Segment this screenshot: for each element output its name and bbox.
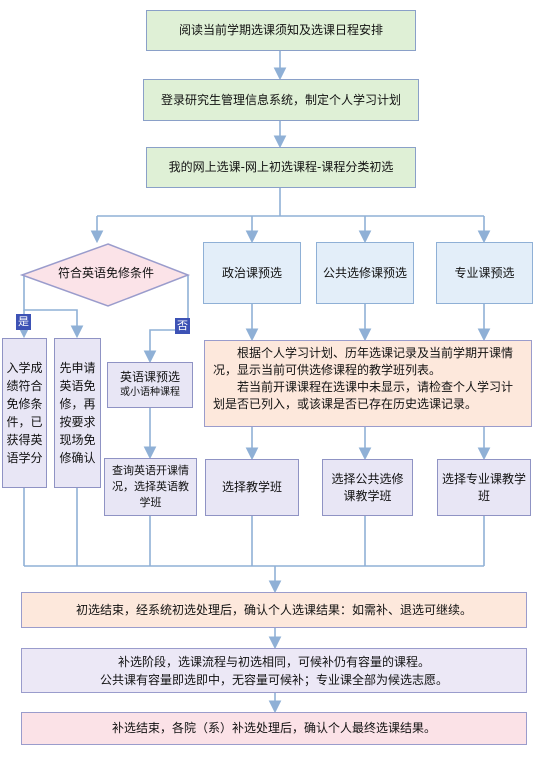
step-major: 专业课预选 <box>436 242 533 304</box>
step-login: 登录研究生管理信息系统，制定个人学习计划 <box>143 79 419 121</box>
step-select-public: 选择公共选修课教学班 <box>322 459 413 516</box>
step-select-class-text: 选择教学班 <box>221 480 282 494</box>
exempt-decision-diamond <box>19 243 191 307</box>
step-select-major: 选择专业课教学班 <box>437 459 531 516</box>
step-online-select: 我的网上选课-网上初选课程-课程分类初选 <box>146 147 416 188</box>
step-public-elective: 公共选修课预选 <box>316 242 414 304</box>
step-apply-exempt-text: 先申请英语免修，再按要求现场免修确认 <box>59 361 96 465</box>
step-select-major-text: 选择专业课教学班 <box>442 471 527 503</box>
step-politics: 政治课预选 <box>203 242 301 304</box>
step-major-text: 专业课预选 <box>454 265 515 280</box>
supplementary-line1: 补选阶段，选课流程与初选相同，可候补仍有容量的课程。 <box>117 654 430 669</box>
no-tag: 否 <box>175 318 190 334</box>
step-politics-text: 政治课预选 <box>221 265 282 280</box>
step-select-class: 选择教学班 <box>205 459 299 516</box>
yes-tag: 是 <box>16 314 31 330</box>
plan-note-line2: 若当前开课课程在选课中未显示，请检查个人学习计划是否已列入，或该课是否已存在历史… <box>213 380 514 411</box>
step-initial-end-text: 初选结束，经系统初选处理后，确认个人选课结果：如需补、退选可继续。 <box>75 602 472 617</box>
step-query-english-text: 查询英语开课情况，选择英语教学班 <box>112 464 189 509</box>
step-online-select-text: 我的网上选课-网上初选课程-课程分类初选 <box>168 160 394 174</box>
step-login-text: 登录研究生管理信息系统，制定个人学习计划 <box>160 92 401 107</box>
step-exempt-score-text: 入学成绩符合免修条件，已获得英语学分 <box>6 361 43 465</box>
step-read-notice-text: 阅读当前学期选课须知及选课日程安排 <box>178 23 383 37</box>
step-supplementary: 补选阶段，选课流程与初选相同，可候补仍有容量的课程。 公共课有容量即选即中，无容… <box>21 648 527 693</box>
step-final: 补选结束，各院（系）补选处理后，确认个人最终选课结果。 <box>21 712 527 745</box>
step-apply-exempt: 先申请英语免修，再按要求现场免修确认 <box>54 338 101 488</box>
step-english-pre-sub: 或小语种课程 <box>120 387 180 398</box>
plan-note-line1: 根据个人学习计划、历年选课记录及当前学期开课情况，显示当前可供选修课程的教学班列… <box>213 346 514 377</box>
step-exempt-score: 入学成绩符合免修条件，已获得英语学分 <box>2 338 47 488</box>
supplementary-line2: 公共课有容量即选即中，无容量可候补；专业课全部为候选志愿。 <box>99 672 448 687</box>
step-english-pre-text: 英语课预选 <box>119 370 180 384</box>
step-plan-note: 根据个人学习计划、历年选课记录及当前学期开课情况，显示当前可供选修课程的教学班列… <box>204 340 532 427</box>
step-public-elective-text: 公共选修课预选 <box>322 265 407 280</box>
step-final-text: 补选结束，各院（系）补选处理后，确认个人最终选课结果。 <box>111 721 436 735</box>
step-read-notice: 阅读当前学期选课须知及选课日程安排 <box>146 10 416 51</box>
step-english-pre: 英语课预选 或小语种课程 <box>107 362 193 408</box>
exempt-condition-label: 符合英语免修条件 <box>57 266 154 280</box>
step-initial-end: 初选结束，经系统初选处理后，确认个人选课结果：如需补、退选可继续。 <box>21 592 527 628</box>
step-query-english: 查询英语开课情况，选择英语教学班 <box>104 458 197 516</box>
step-select-public-text: 选择公共选修课教学班 <box>331 471 404 503</box>
